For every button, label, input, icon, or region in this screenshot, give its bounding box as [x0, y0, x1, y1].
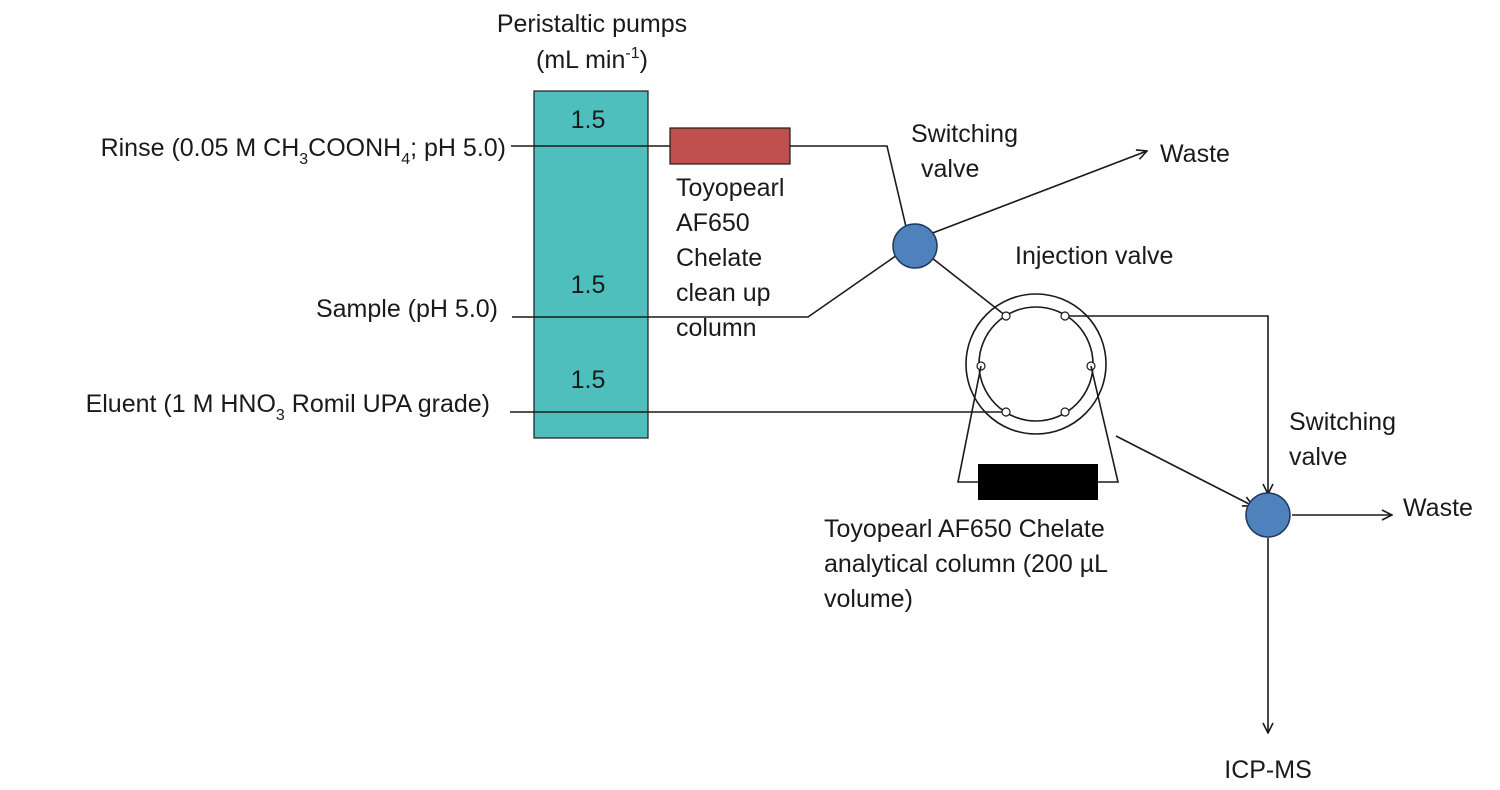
analytical-column	[978, 464, 1098, 500]
pump-rate-rinse: 1.5	[571, 106, 606, 134]
analytical-column-loop	[957, 365, 1120, 483]
pump-rate-sample: 1.5	[571, 271, 606, 299]
valve1-to-waste-line	[929, 151, 1147, 235]
eluent-label: Eluent (1 M HNO3 Romil UPA grade)	[86, 390, 490, 424]
icp-ms-label: ICP-MS	[1224, 756, 1312, 784]
pumps-unit: (mL min-1)	[536, 45, 648, 74]
switching-valve-2-label: Switching valve	[1289, 408, 1403, 471]
switching-valve-1-label: Switching valve	[911, 120, 1025, 183]
pump-rate-eluent: 1.5	[571, 366, 606, 394]
rinse-label: Rinse (0.05 M CH3COONH4; pH 5.0)	[101, 134, 506, 168]
waste-1-label: Waste	[1160, 140, 1230, 168]
valve1-to-injection-line	[931, 257, 1007, 317]
cleanup-column-label: Toyopearl AF650 Chelate clean up column	[676, 174, 791, 342]
analytical-column-label: Toyopearl AF650 Chelate analytical colum…	[824, 515, 1114, 613]
sample-label: Sample (pH 5.0)	[316, 295, 498, 323]
eluent-to-valve2-line	[1115, 435, 1253, 506]
injection-to-valve2-line	[1065, 315, 1268, 494]
pumps-title: Peristaltic pumps	[497, 10, 687, 38]
switching-valve-1	[892, 223, 938, 269]
injection-valve	[965, 293, 1107, 435]
sample-line	[512, 252, 901, 318]
switching-valve-2	[1245, 492, 1291, 538]
injection-valve-label: Injection valve	[1015, 242, 1173, 270]
peristaltic-pump-block	[533, 90, 649, 439]
cleanup-column	[669, 127, 791, 165]
waste-2-label: Waste	[1403, 494, 1473, 522]
rinse-line	[511, 145, 908, 232]
